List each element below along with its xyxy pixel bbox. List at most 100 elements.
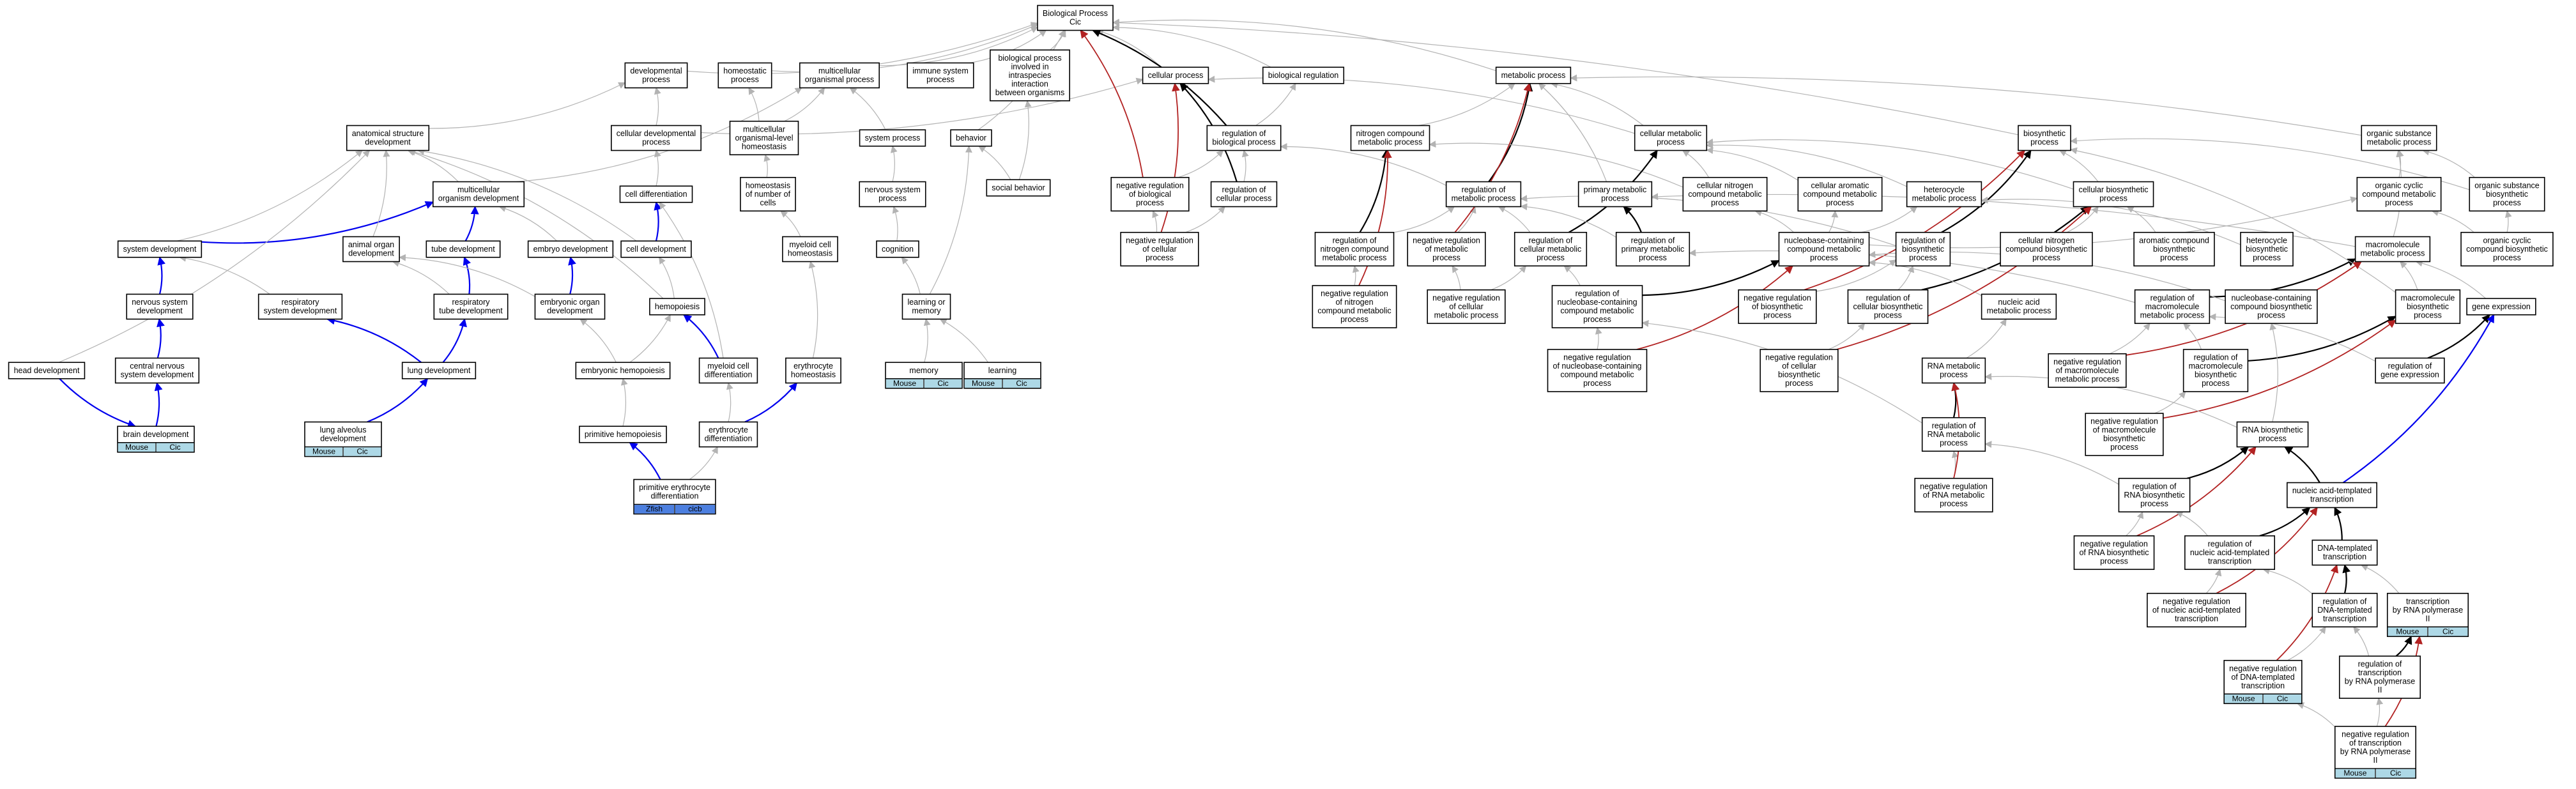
go-term-node-embdev[interactable]: embryo development [527,240,614,258]
go-term-node-geneexp[interactable]: gene expression [2466,298,2536,316]
go-term-node-celldev[interactable]: cell development [620,240,692,258]
go-term-node-regmacrobio[interactable]: regulation ofmacromoleculebiosyntheticpr… [2182,349,2249,392]
go-term-node-cognition[interactable]: cognition [876,240,919,258]
go-term-node-tubedev[interactable]: tube development [425,240,501,258]
go-term-node-primhemo[interactable]: primitive hemopoiesis [579,425,667,443]
go-term-node-primerythdiff[interactable]: primitive erythrocytedifferentiationZfis… [633,479,716,515]
go-term-node-behavior[interactable]: behavior [950,129,992,147]
go-term-node-hemopoiesis[interactable]: hemopoiesis [649,298,705,316]
go-term-node-bioreg[interactable]: biological regulation [1262,66,1345,84]
go-term-node-celldiff[interactable]: cell differentiation [619,185,693,203]
go-term-node-embhemo[interactable]: embryonic hemopoiesis [575,362,671,379]
go-term-node-cellproc[interactable]: cellular process [1142,66,1209,84]
go-term-node-regnucleo[interactable]: regulation ofnucleobase-containingcompou… [1551,285,1643,328]
go-term-node-headdev[interactable]: head development [8,362,86,379]
go-term-node-sysdev[interactable]: system development [117,240,203,258]
go-term-node-lungdev[interactable]: lung development [401,362,477,379]
go-term-node-metproc[interactable]: metabolic process [1495,66,1572,84]
go-term-node-social[interactable]: social behavior [986,179,1051,197]
